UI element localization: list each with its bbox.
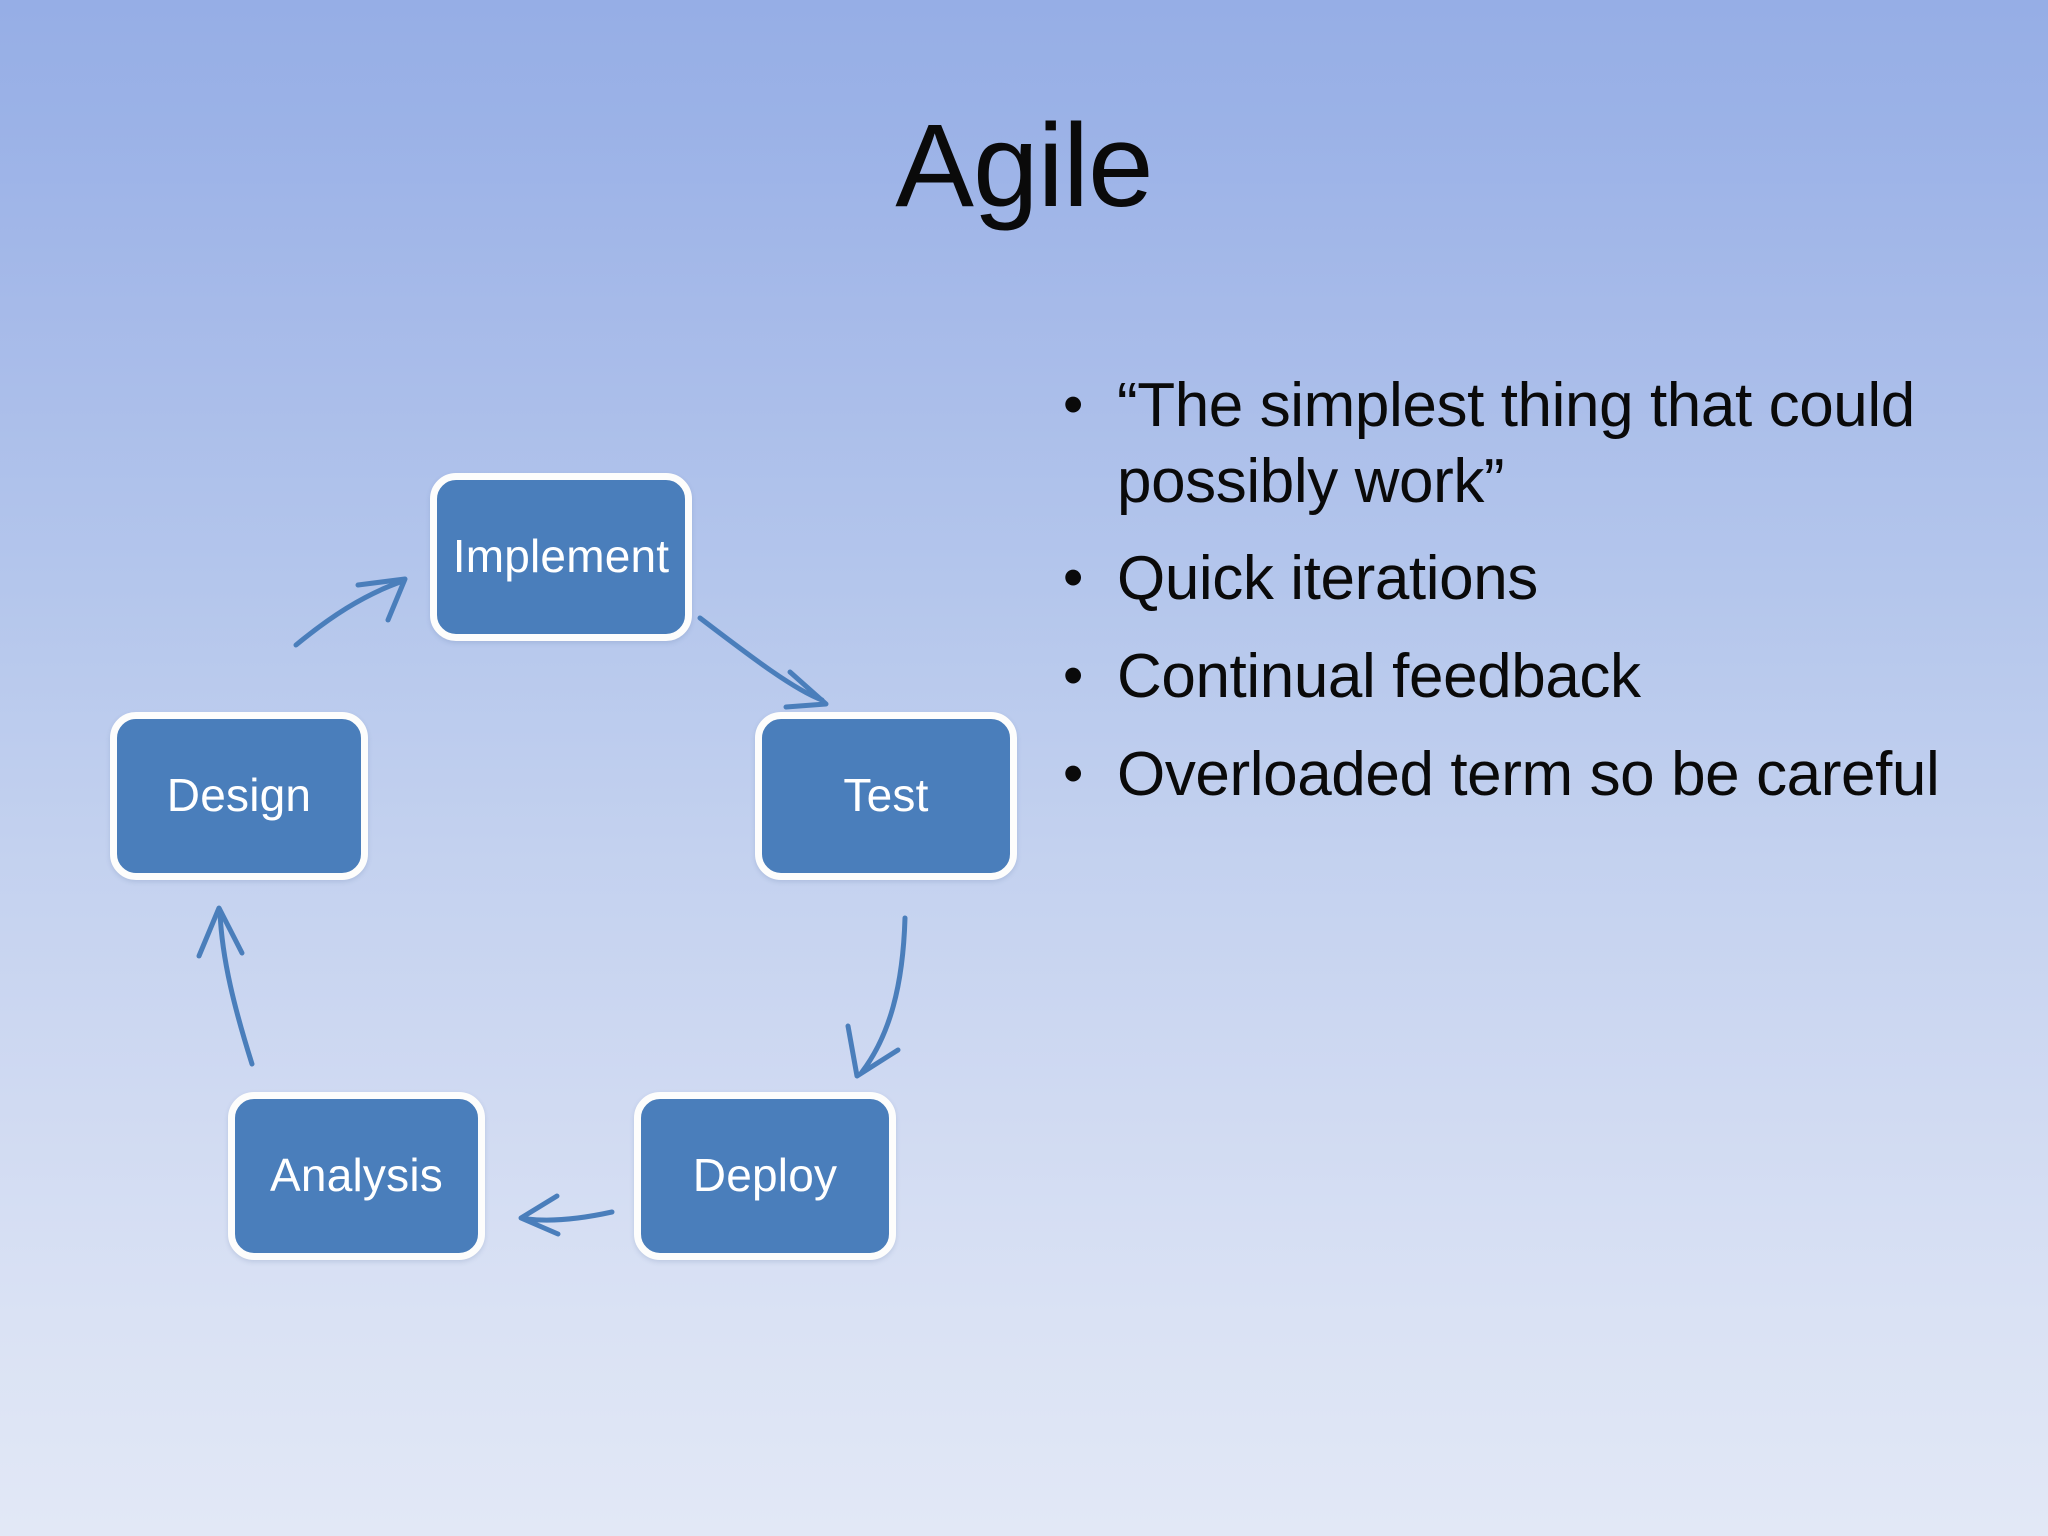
cycle-node-analysis[interactable]: Analysis [228, 1092, 485, 1260]
arrow-design-to-implement [293, 576, 408, 648]
cycle-node-design[interactable]: Design [110, 712, 368, 880]
bullet-list: • “The simplest thing that could possibl… [1055, 368, 2015, 834]
arrow-analysis-to-design [196, 905, 255, 1067]
list-item: • Continual feedback [1055, 639, 2015, 715]
bullet-text: “The simplest thing that could possibly … [1117, 371, 1915, 516]
bullet-text: Quick iterations [1117, 544, 1538, 614]
cycle-node-label: Design [166, 769, 312, 821]
bullet-marker-icon: • [1063, 372, 1084, 437]
bullet-marker-icon: • [1063, 740, 1084, 806]
cycle-node-label: Test [843, 769, 929, 821]
cycle-node-label: Deploy [692, 1149, 838, 1201]
bullet-marker-icon: • [1063, 545, 1084, 611]
list-item: • “The simplest thing that could possibl… [1055, 368, 2015, 519]
agile-cycle-diagram: Implement Test Deploy Analysis Design [110, 473, 1017, 1260]
cycle-node-label: Implement [452, 530, 670, 582]
cycle-node-implement[interactable]: Implement [430, 473, 692, 641]
cycle-node-deploy[interactable]: Deploy [634, 1092, 896, 1260]
arrow-implement-to-test [697, 615, 829, 710]
cycle-node-label: Analysis [270, 1149, 443, 1201]
arrow-test-to-deploy [845, 915, 908, 1079]
bullet-text: Overloaded term so be careful [1117, 739, 1940, 809]
arrow-deploy-to-analysis [518, 1193, 615, 1237]
page-title: Agile [895, 100, 1153, 232]
bullet-text: Continual feedback [1117, 641, 1641, 711]
cycle-node-test[interactable]: Test [755, 712, 1017, 880]
list-item: • Quick iterations [1055, 541, 2015, 617]
bullet-marker-icon: • [1063, 642, 1084, 708]
list-item: • Overloaded term so be careful [1055, 737, 2015, 813]
